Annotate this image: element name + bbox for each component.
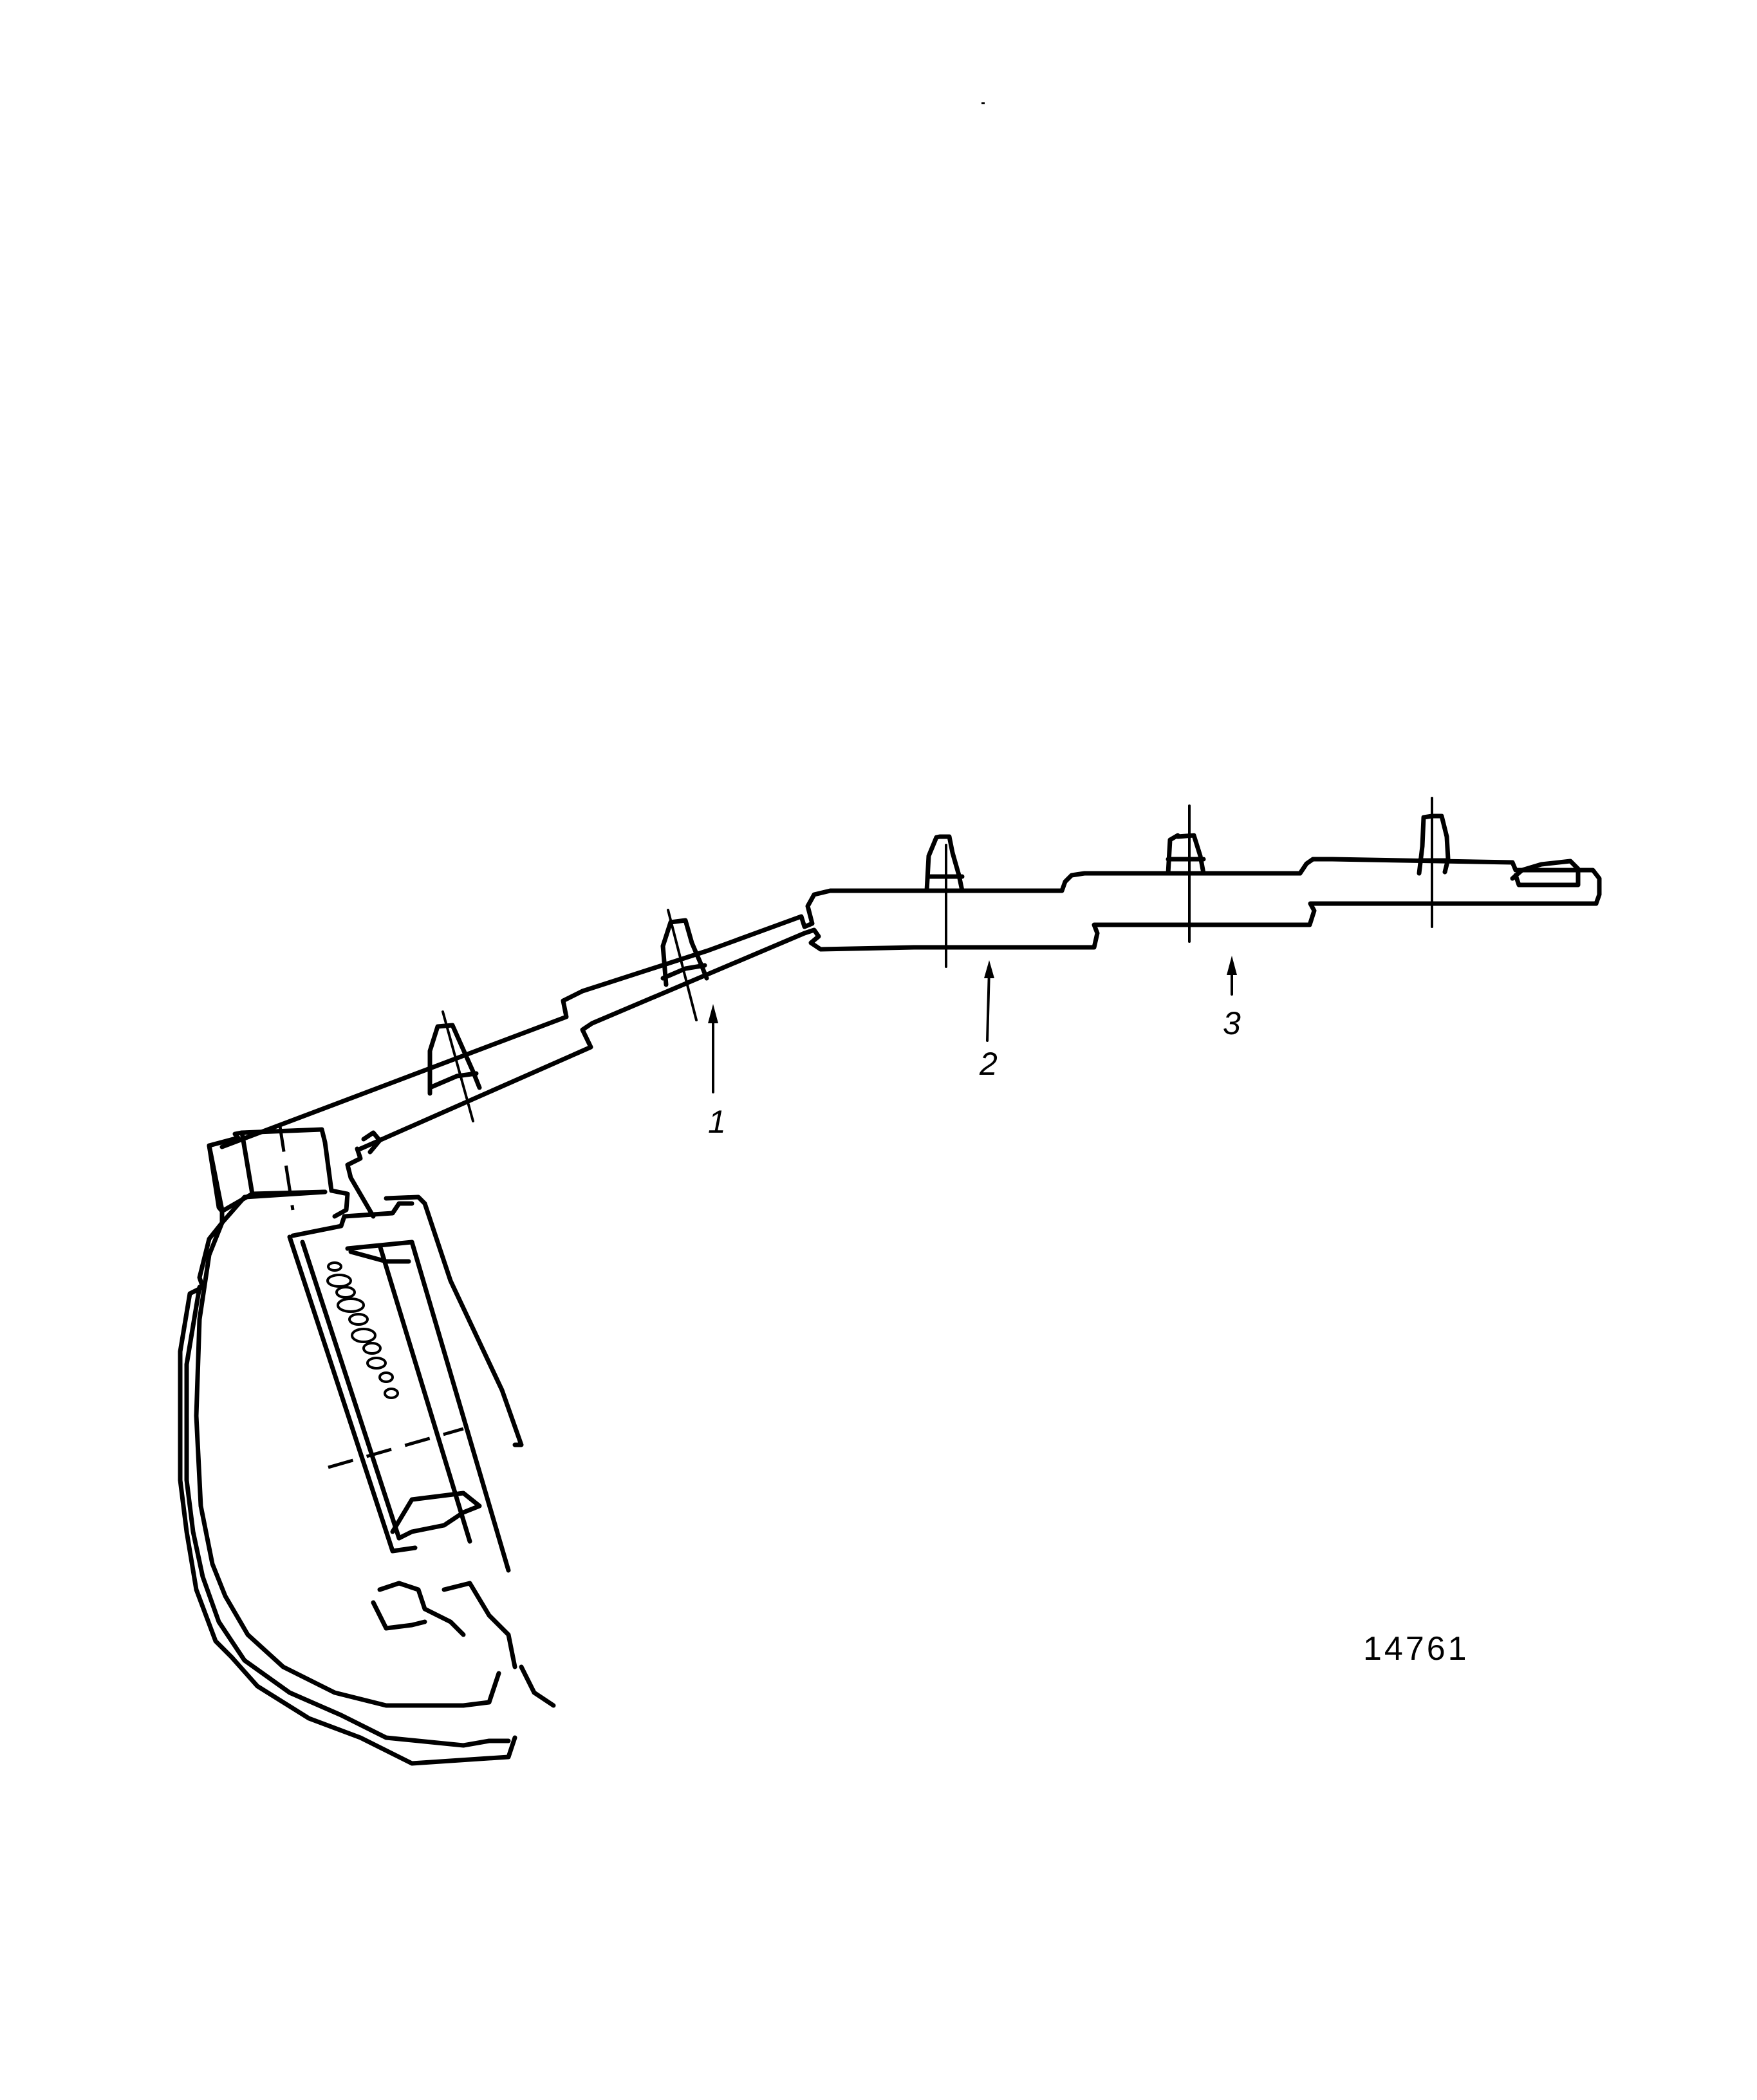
burner-housing <box>178 1126 556 1766</box>
stud-4 <box>1166 804 1206 943</box>
stud-2 <box>660 909 709 1021</box>
callout-label-2: 2 <box>980 1046 998 1082</box>
stud-1 <box>427 1010 482 1122</box>
callout-arrows <box>708 956 1237 1093</box>
perforation-holes <box>326 1261 399 1399</box>
stepped-flange-plate <box>219 857 1602 1151</box>
stud-3 <box>924 834 965 968</box>
figure-number: 14761 <box>1363 1630 1469 1668</box>
callout-label-1: 1 <box>708 1104 726 1140</box>
stud-5 <box>1417 797 1451 928</box>
callout-label-3: 3 <box>1223 1005 1241 1041</box>
stray-mark <box>981 102 985 104</box>
